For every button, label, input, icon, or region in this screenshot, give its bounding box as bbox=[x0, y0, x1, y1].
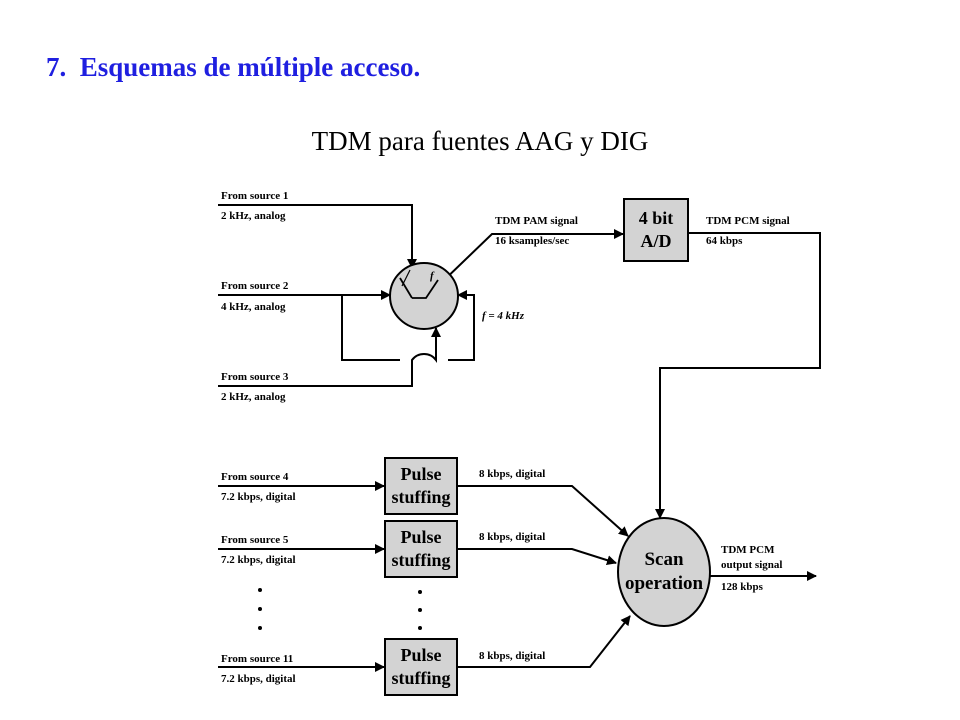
pulse-11-label-2: stuffing bbox=[391, 668, 450, 688]
source-11-name: From source 11 bbox=[221, 653, 293, 665]
sampler-switch bbox=[399, 269, 439, 299]
source-4-name: From source 4 bbox=[221, 471, 289, 483]
slide-title: 7. Esquemas de múltiple acceso. bbox=[46, 52, 421, 82]
source-5-spec: 7.2 kbps, digital bbox=[221, 554, 296, 566]
stuff-4-output: 8 kbps, digital bbox=[479, 468, 545, 480]
pulse-stuffing-11 bbox=[384, 638, 458, 696]
ad-label-2: A/D bbox=[641, 231, 672, 251]
source-1-spec: 2 kHz, analog bbox=[221, 210, 286, 222]
source-1-name: From source 1 bbox=[221, 190, 288, 202]
stuff-11-out bbox=[457, 615, 631, 668]
source-5-name: From source 5 bbox=[221, 534, 289, 546]
scan-label-1: Scan bbox=[644, 549, 684, 570]
source-11-spec: 7.2 kbps, digital bbox=[221, 673, 296, 685]
pcm-signal-rate: 64 kbps bbox=[706, 235, 743, 247]
pam-signal-name: TDM PAM signal bbox=[495, 215, 578, 227]
pcm-line bbox=[655, 232, 821, 519]
pulse-5-label-1: Pulse bbox=[400, 527, 441, 547]
source-3-line bbox=[218, 327, 441, 387]
slide-subtitle: TDM para fuentes AAG y DIG bbox=[311, 126, 649, 156]
source-2-spec: 4 kHz, analog bbox=[221, 301, 286, 313]
ellipsis-dots-left bbox=[258, 588, 262, 630]
source-4-spec: 7.2 kbps, digital bbox=[221, 491, 296, 503]
output-name-2: output signal bbox=[721, 559, 782, 571]
sampler-circle bbox=[389, 262, 459, 330]
ellipsis-dots-middle bbox=[418, 590, 422, 630]
source-3-name: From source 3 bbox=[221, 371, 289, 383]
source-3-spec: 2 kHz, analog bbox=[221, 391, 286, 403]
stuff-11-output: 8 kbps, digital bbox=[479, 650, 545, 662]
scan-label-2: operation bbox=[625, 573, 704, 594]
sampler-loop-line bbox=[341, 295, 475, 361]
stuff-5-output: 8 kbps, digital bbox=[479, 531, 545, 543]
sampler-rate: f = 4 kHz bbox=[482, 310, 525, 322]
pam-line bbox=[437, 229, 624, 287]
scan-operation bbox=[617, 517, 711, 627]
output-name-1: TDM PCM bbox=[721, 544, 775, 556]
pulse-4-label-1: Pulse bbox=[400, 464, 441, 484]
switch-symbol: f bbox=[430, 270, 435, 282]
pulse-11-label-1: Pulse bbox=[400, 645, 441, 665]
pulse-stuffing-4 bbox=[384, 457, 458, 515]
ad-block bbox=[623, 198, 689, 262]
pulse-4-label-2: stuffing bbox=[391, 487, 450, 507]
output-rate: 128 kbps bbox=[721, 581, 764, 593]
source-1-line bbox=[218, 204, 417, 269]
stuff-5-out bbox=[457, 548, 617, 566]
pcm-signal-name: TDM PCM signal bbox=[706, 215, 790, 227]
pulse-5-label-2: stuffing bbox=[391, 550, 450, 570]
source-2-name: From source 2 bbox=[221, 280, 289, 292]
stuff-4-out bbox=[457, 485, 629, 537]
pulse-stuffing-5 bbox=[384, 520, 458, 578]
pam-signal-rate: 16 ksamples/sec bbox=[495, 235, 569, 247]
ad-label-1: 4 bit bbox=[639, 208, 674, 228]
